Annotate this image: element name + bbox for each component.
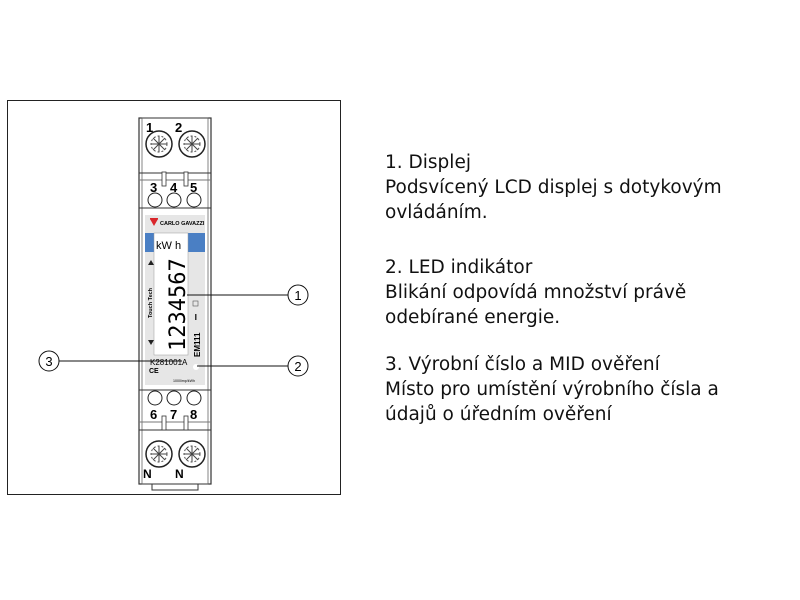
touch-label: Touch Tech (148, 287, 154, 318)
callout-2 (287, 355, 309, 377)
callout-1 (287, 284, 309, 306)
terminal-hole-icon (166, 192, 182, 208)
terminal-label: 4 (170, 180, 178, 195)
screw-terminal-icon (178, 440, 206, 468)
description-title: 3. Výrobní číslo a MID ověření (385, 354, 660, 375)
serial-label: K281001A (150, 358, 188, 367)
diagram-frame (7, 100, 341, 495)
description-title: 1. Displej (385, 152, 471, 173)
terminal-label: 5 (190, 180, 197, 195)
model-label: EM111 (193, 332, 202, 357)
description-line: ovládáním. (385, 202, 488, 223)
terminal-label: 1 (146, 120, 153, 135)
lcd-display (153, 232, 189, 356)
terminal-label: 7 (170, 407, 177, 422)
description-title: 2. LED indikátor (385, 257, 533, 278)
terminal-label: 3 (150, 180, 157, 195)
screw-terminal-icon (145, 440, 173, 468)
description-display: 1. Displej Podsvícený LCD displej s doty… (385, 150, 722, 225)
square-icon (192, 300, 199, 307)
description-line: Blikání odpovídá množství právě (385, 282, 687, 303)
terminal-label: 2 (175, 120, 182, 135)
terminal-hole-icon (186, 390, 202, 406)
led-indicator (193, 364, 199, 370)
terminal-label: N (175, 467, 184, 481)
description-serial: 3. Výrobní číslo a MID ověření Místo pro… (385, 352, 719, 427)
logo-icon (150, 219, 158, 226)
callout-3 (38, 350, 60, 372)
unit-label: kW h (156, 240, 181, 252)
terminal-hole-icon (186, 192, 202, 208)
screw-terminal-icon (178, 130, 206, 158)
description-line: odebírané energie. (385, 307, 561, 328)
terminal-hole-icon (166, 390, 182, 406)
terminal-hole-icon (147, 192, 163, 208)
impulse-rate-label: 1000imp/kWh (173, 379, 195, 383)
lcd-reading: 1234567 (166, 258, 191, 351)
callout-1-label: 1 (294, 288, 301, 303)
terminal-hole-icon (147, 390, 163, 406)
ce-mark: CE (149, 368, 159, 375)
terminal-label: 8 (190, 407, 197, 422)
description-line: Podsvícený LCD displej s dotykovým (385, 177, 722, 198)
description-line: Místo pro umístění výrobního čísla a (385, 379, 719, 400)
description-line: údajů o úředním ověření (385, 404, 612, 425)
brand-label: CARLO GAVAZZI (160, 221, 205, 227)
terminal-label: 6 (150, 407, 157, 422)
terminal-label: N (143, 467, 152, 481)
screw-terminal-icon (145, 130, 173, 158)
callout-2-label: 2 (294, 359, 301, 374)
description-led: 2. LED indikátor Blikání odpovídá množst… (385, 255, 686, 330)
callout-3-label: 3 (45, 354, 52, 369)
